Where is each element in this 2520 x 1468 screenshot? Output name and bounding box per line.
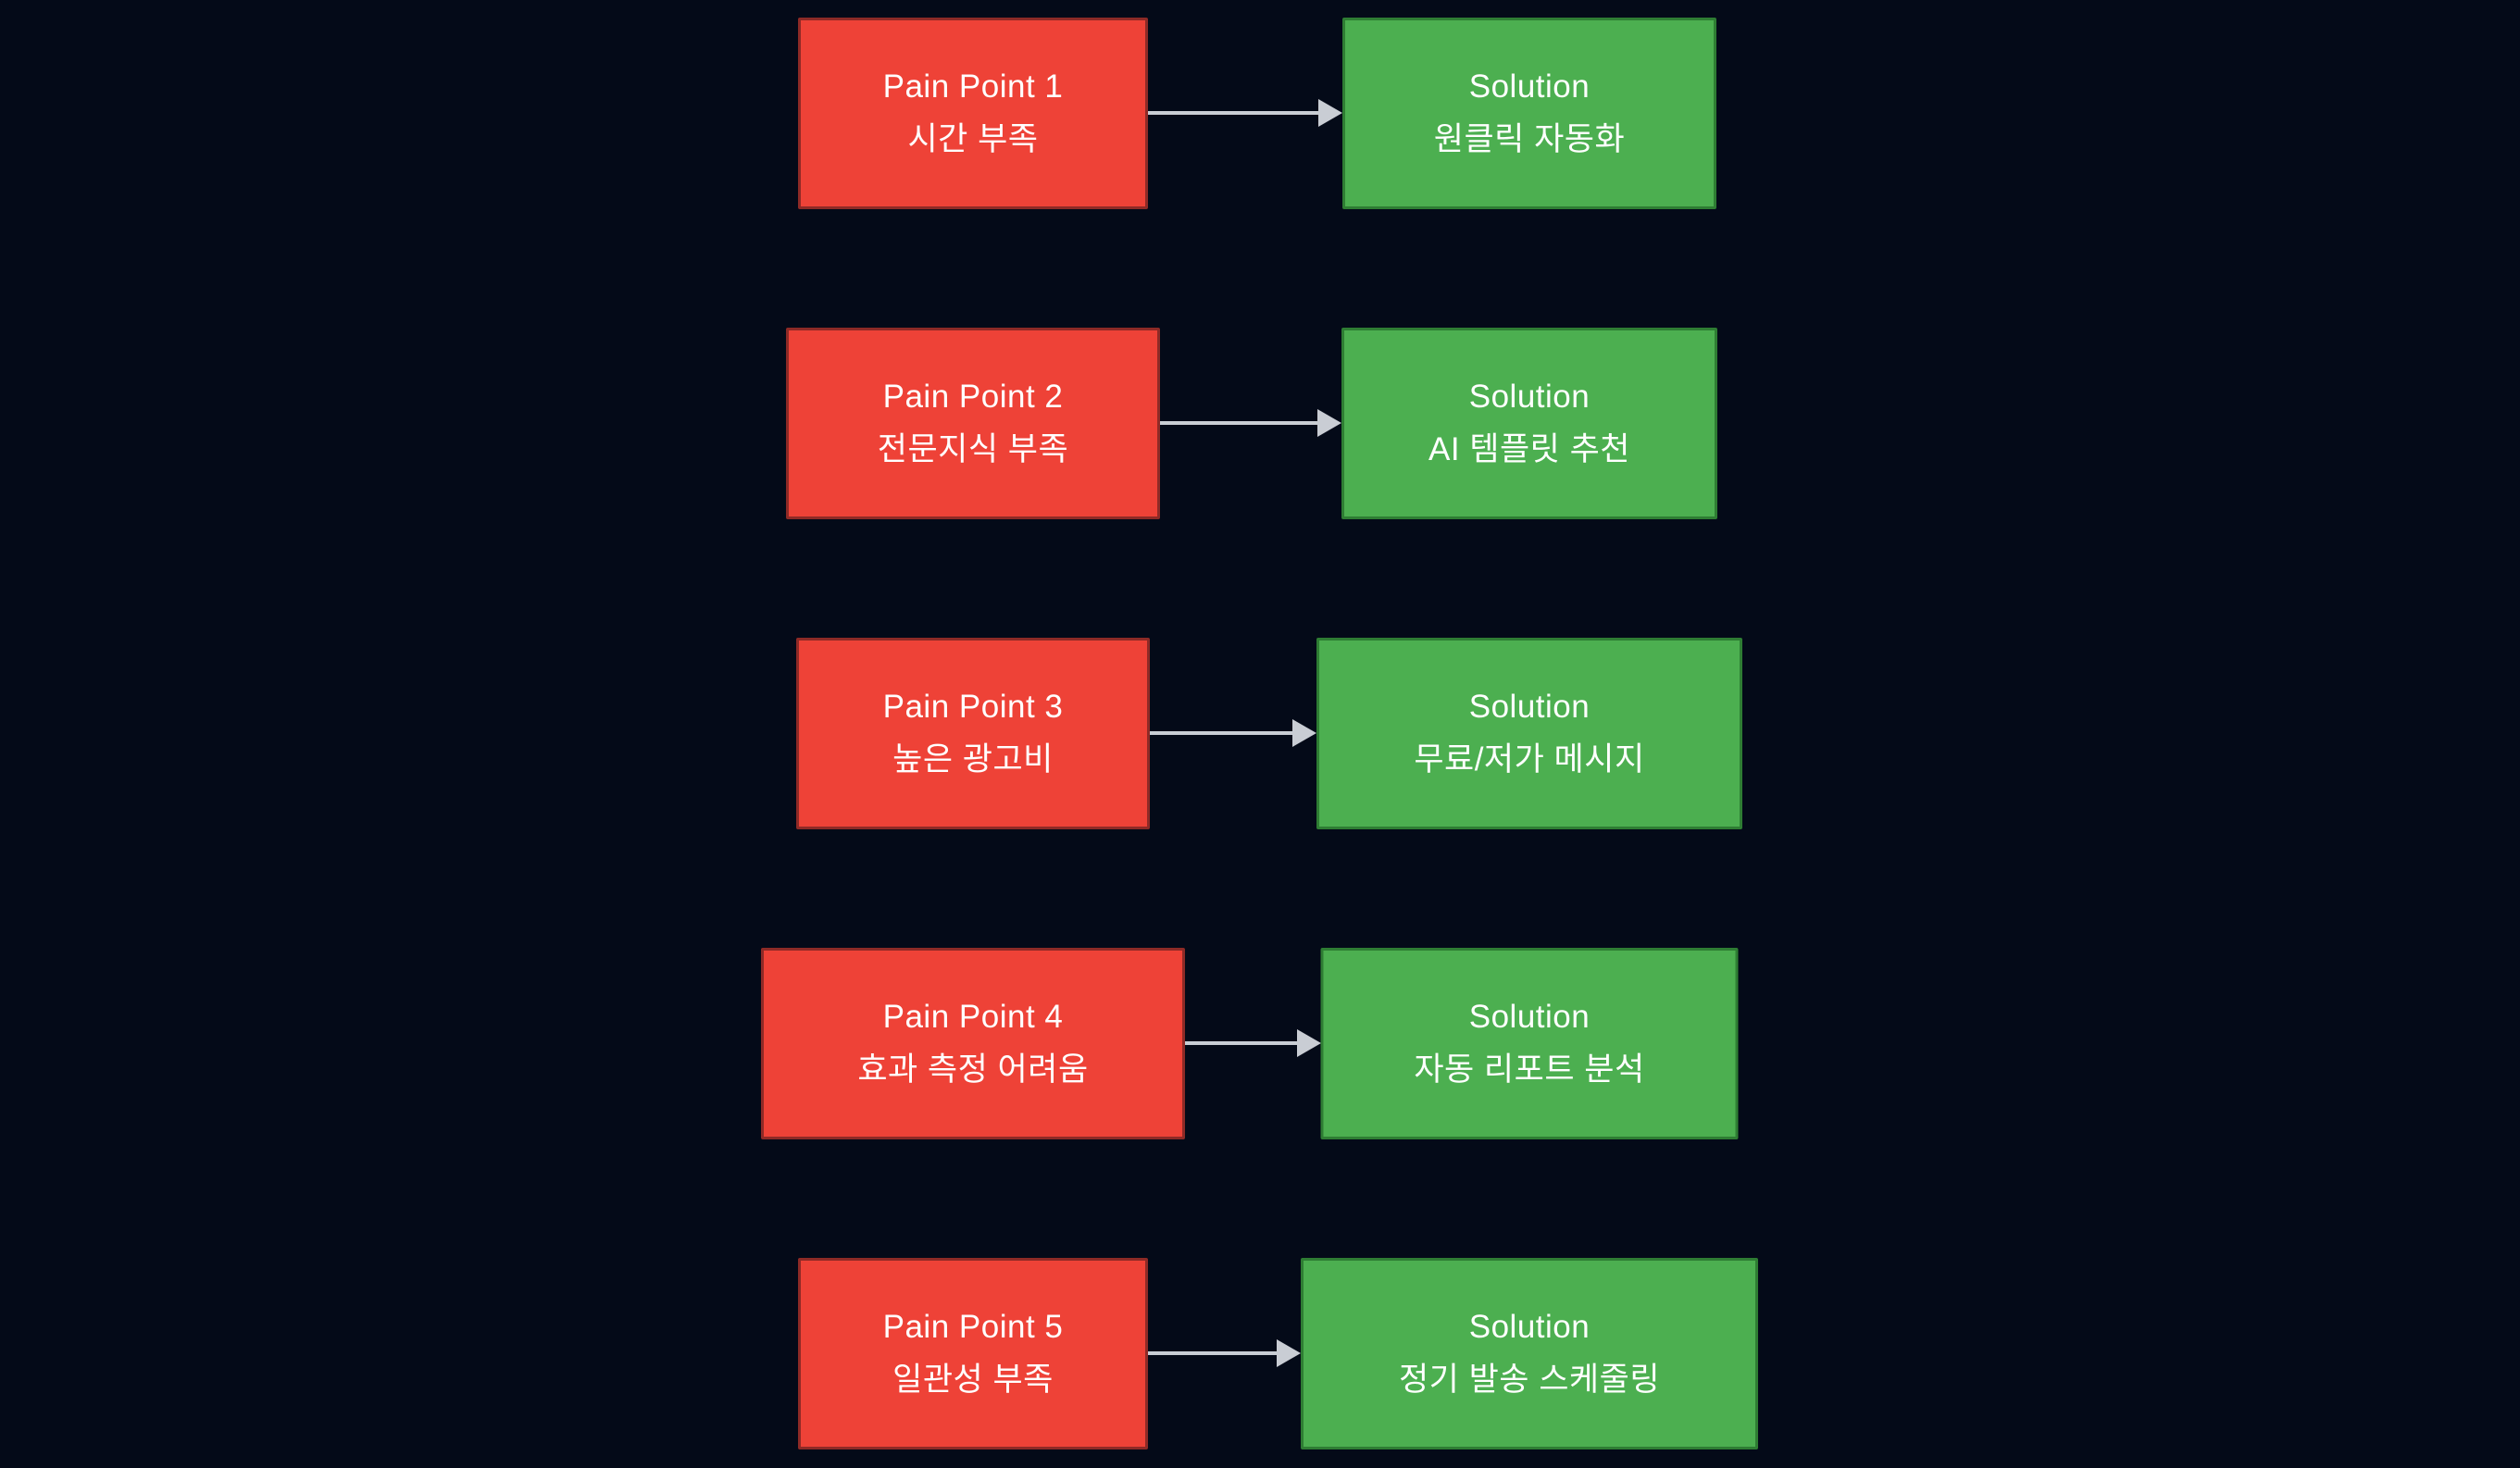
arrowhead-icon bbox=[1317, 409, 1341, 437]
flow-row-1: Pain Point 1 시간 부족 Solution 원클릭 자동화 bbox=[0, 18, 2520, 209]
arrowhead-icon bbox=[1296, 1029, 1321, 1057]
pain-point-subtitle: 일관성 부족 bbox=[892, 1361, 1054, 1398]
flow-row-3: Pain Point 3 높은 광고비 Solution 무료/저가 메시지 bbox=[0, 638, 2520, 829]
pain-point-title: Pain Point 1 bbox=[882, 68, 1064, 106]
solution-subtitle: 정기 발송 스케줄링 bbox=[1398, 1361, 1661, 1398]
arrow-connector bbox=[1160, 409, 1341, 437]
pain-point-title: Pain Point 3 bbox=[882, 689, 1064, 726]
solution-subtitle: 무료/저가 메시지 bbox=[1414, 740, 1645, 778]
pain-point-title: Pain Point 5 bbox=[882, 1309, 1064, 1346]
solution-2-box: Solution AI 템플릿 추천 bbox=[1341, 328, 1717, 519]
pain-point-3-box: Pain Point 3 높은 광고비 bbox=[796, 638, 1150, 829]
arrowhead-icon bbox=[1318, 99, 1342, 127]
solution-title: Solution bbox=[1468, 68, 1591, 106]
solution-title: Solution bbox=[1468, 999, 1591, 1036]
solution-title: Solution bbox=[1468, 379, 1591, 416]
arrow-connector bbox=[1185, 1029, 1321, 1057]
pain-point-title: Pain Point 4 bbox=[882, 999, 1064, 1036]
pain-point-subtitle: 시간 부족 bbox=[907, 120, 1039, 157]
solution-subtitle: AI 템플릿 추천 bbox=[1428, 430, 1631, 467]
arrowhead-icon bbox=[1277, 1339, 1301, 1367]
arrow-connector bbox=[1148, 99, 1342, 127]
solution-subtitle: 원클릭 자동화 bbox=[1433, 120, 1626, 157]
flow-row-4: Pain Point 4 효과 측정 어려움 Solution 자동 리포트 분… bbox=[0, 948, 2520, 1139]
solution-5-box: Solution 정기 발송 스케줄링 bbox=[1301, 1258, 1758, 1449]
solution-title: Solution bbox=[1468, 1309, 1591, 1346]
solution-3-box: Solution 무료/저가 메시지 bbox=[1316, 638, 1742, 829]
pain-point-4-box: Pain Point 4 효과 측정 어려움 bbox=[761, 948, 1185, 1139]
arrow-connector bbox=[1148, 1339, 1301, 1367]
pain-point-1-box: Pain Point 1 시간 부족 bbox=[798, 18, 1148, 209]
pain-point-2-box: Pain Point 2 전문지식 부족 bbox=[786, 328, 1160, 519]
solution-1-box: Solution 원클릭 자동화 bbox=[1342, 18, 1716, 209]
flow-row-2: Pain Point 2 전문지식 부족 Solution AI 템플릿 추천 bbox=[0, 328, 2520, 519]
pain-point-subtitle: 효과 측정 어려움 bbox=[857, 1051, 1089, 1088]
arrowhead-icon bbox=[1292, 719, 1316, 747]
solution-4-box: Solution 자동 리포트 분석 bbox=[1320, 948, 1739, 1139]
pain-point-title: Pain Point 2 bbox=[882, 379, 1064, 416]
solution-title: Solution bbox=[1468, 689, 1591, 726]
arrow-connector bbox=[1150, 719, 1316, 747]
pain-point-5-box: Pain Point 5 일관성 부족 bbox=[798, 1258, 1148, 1449]
pain-point-subtitle: 높은 광고비 bbox=[892, 740, 1054, 778]
flow-row-5: Pain Point 5 일관성 부족 Solution 정기 발송 스케줄링 bbox=[0, 1258, 2520, 1449]
pain-point-subtitle: 전문지식 부족 bbox=[877, 430, 1069, 467]
solution-subtitle: 자동 리포트 분석 bbox=[1414, 1051, 1645, 1088]
